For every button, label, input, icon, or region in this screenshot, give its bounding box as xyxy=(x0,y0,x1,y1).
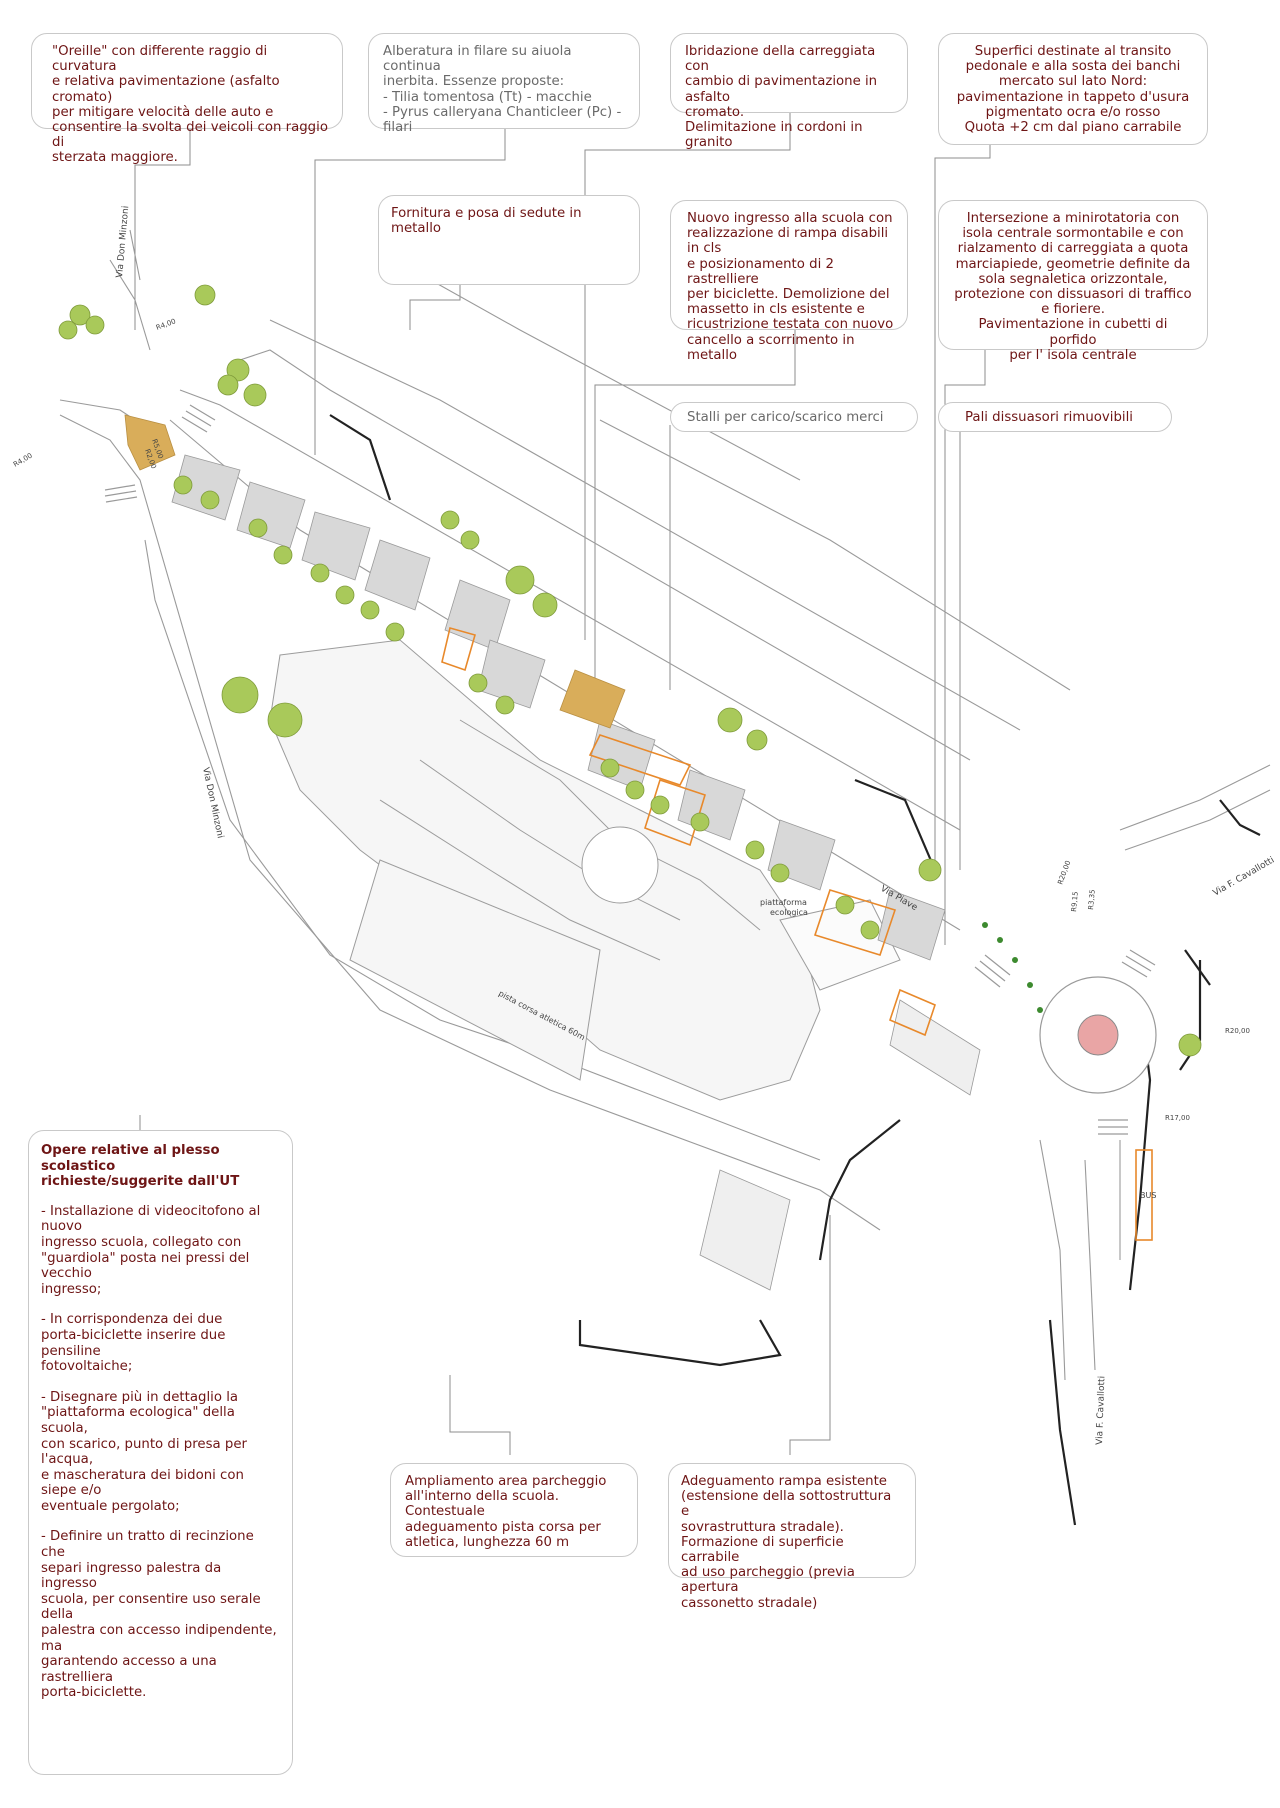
callout-pali: Pali dissuasori rimuovibili xyxy=(938,402,1172,432)
callout-ibridazione: Ibridazione della carreggiata con cambio… xyxy=(670,33,908,150)
label-via-don-minzoni: Via Don Minzoni xyxy=(200,767,225,840)
opere-item: - Definire un tratto di recinzione che s… xyxy=(41,1529,277,1701)
label-r4-b: R4,00 xyxy=(12,452,34,469)
callout-ampliamento: Ampliamento area parcheggio all'interno … xyxy=(390,1463,638,1557)
parking-stalls xyxy=(171,454,981,1291)
ochre-surfaces xyxy=(124,414,626,729)
opere-panel: Opere relative al plesso scolastico rich… xyxy=(28,1130,293,1775)
callout-intersezione: Intersezione a minirotatoria con isola c… xyxy=(938,200,1208,363)
trees xyxy=(58,284,1202,1057)
label-r3: R3,35 xyxy=(1087,889,1097,910)
label-r17: R17,00 xyxy=(1165,1114,1190,1122)
bollards xyxy=(982,922,1043,1013)
roundabout xyxy=(1039,976,1157,1094)
callout-ingresso: Nuovo ingresso alla scuola con realizzaz… xyxy=(670,200,908,363)
orange-stalls xyxy=(441,627,1153,1241)
label-r20-b: R20,00 xyxy=(1225,1027,1250,1035)
callout-oreille: "Oreille" con differente raggio di curva… xyxy=(31,33,343,165)
label-via-don-minzoni-top: Via Don Minzoni xyxy=(115,205,131,278)
school-building xyxy=(269,639,901,1101)
label-r4-a: R4,00 xyxy=(155,317,177,332)
label-r20-a: R20,00 xyxy=(1056,860,1072,886)
callout-stalli: Stalli per carico/scarico merci xyxy=(670,402,918,432)
label-via-cavallotti-bottom: Via F. Cavallotti xyxy=(1095,1376,1107,1445)
opere-item: - Installazione di videocitofono al nuov… xyxy=(41,1203,261,1297)
label-r9: R9,15 xyxy=(1070,891,1080,912)
opere-title: Opere relative al plesso scolastico rich… xyxy=(41,1143,240,1190)
label-via-cavallotti-top: Via F. Cavallotti xyxy=(1212,855,1277,898)
callout-sedute: Fornitura e posa di sedute in metallo xyxy=(378,195,640,285)
label-piattaforma-line2: ecologica xyxy=(770,908,808,917)
label-piattaforma-line1: piattaforma xyxy=(760,898,807,907)
callout-alberatura: Alberatura in filare su aiuola continua … xyxy=(368,33,640,135)
label-bus: BUS xyxy=(1140,1191,1156,1200)
callout-adeguamento: Adeguamento rampa esistente (estensione … xyxy=(668,1463,916,1611)
opere-item: - Disegnare più in dettaglio la "piattaf… xyxy=(41,1389,247,1514)
opere-item: - In corrispondenza dei due porta-bicicl… xyxy=(41,1312,226,1375)
callout-superfici: Superfici destinate al transito pedonale… xyxy=(938,33,1208,145)
crossings xyxy=(104,404,1156,1135)
